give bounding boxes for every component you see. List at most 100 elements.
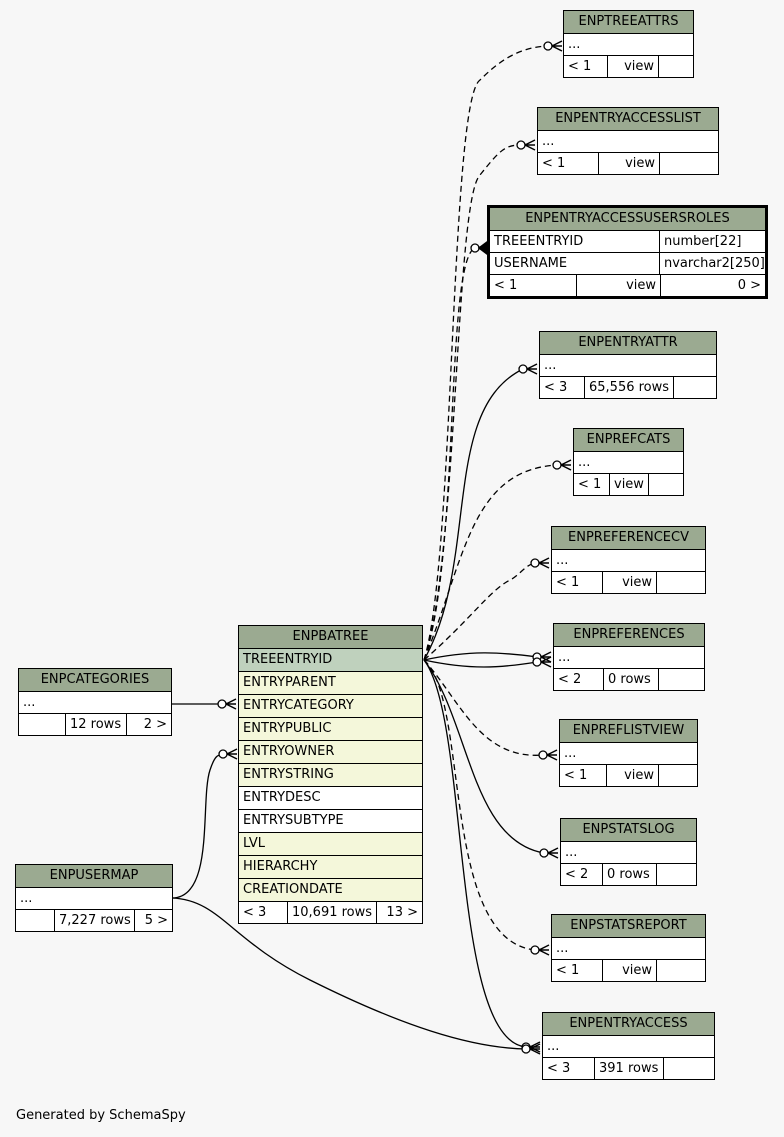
crowfoot-marker-enpusermap-owner (226, 748, 238, 760)
parent-count: < 1 (538, 153, 599, 174)
edge-enpentryaccessusersroles (423, 247, 476, 661)
table-name[interactable]: ENPENTRYATTR (540, 332, 716, 355)
edge-enpreflistview (423, 659, 544, 756)
row-info: 12 rows (66, 714, 127, 735)
table-enpentryattr[interactable]: ENPENTRYATTR ... < 3 65,556 rows (539, 331, 717, 399)
table-footer: < 1 view (538, 153, 718, 174)
parent-count: < 2 (561, 864, 603, 885)
column-ellipsis: ... (19, 692, 171, 714)
table-footer: < 1 view 0 > (490, 275, 765, 296)
optional-marker-enpreferences-b (532, 657, 542, 667)
table-name[interactable]: ENPBATREE (239, 626, 422, 649)
table-name[interactable]: ENPENTRYACCESSUSERSROLES (490, 208, 765, 231)
crowfoot-marker-enpusermap-access (529, 1043, 541, 1055)
edge-enpentryattr (423, 368, 524, 661)
table-enpentryaccessusersroles[interactable]: ENPENTRYACCESSUSERSROLES TREEENTRYID num… (487, 205, 768, 299)
column-row: TREEENTRYID number[22] (490, 231, 765, 253)
row-info: 0 rows (603, 864, 657, 885)
table-enpreferences[interactable]: ENPREFERENCES ... < 2 0 rows (553, 623, 705, 691)
column-ellipsis: ... (540, 355, 716, 377)
child-count (664, 1058, 714, 1079)
table-name[interactable]: ENPREFCATS (574, 429, 683, 452)
table-name[interactable]: ENPREFERENCECV (552, 527, 705, 550)
parent-count: < 1 (560, 765, 607, 786)
table-enpentryaccess[interactable]: ENPENTRYACCESS ... < 3 391 rows (542, 1012, 715, 1080)
row-info: view (608, 56, 659, 77)
table-name[interactable]: ENPCATEGORIES (19, 669, 171, 692)
table-footer: < 1 view (574, 474, 683, 495)
column-ellipsis: ... (16, 888, 172, 910)
row-info: view (599, 153, 660, 174)
parent-count: < 3 (543, 1058, 595, 1079)
optional-marker-enpentryaccesslist (516, 140, 526, 150)
table-enpbatree[interactable]: ENPBATREE TREEENTRYID ENTRYPARENT ENTRYC… (238, 625, 423, 924)
column-entrysubtype: ENTRYSUBTYPE (239, 810, 422, 833)
row-info: 65,556 rows (585, 377, 674, 398)
table-name[interactable]: ENPREFLISTVIEW (560, 720, 697, 743)
table-enpusermap[interactable]: ENPUSERMAP ... 7,227 rows 5 > (15, 864, 173, 932)
crowfoot-marker-enpstatslog (547, 847, 559, 859)
table-footer: < 1 view (564, 56, 693, 77)
table-name[interactable]: ENPTREEATTRS (564, 11, 693, 34)
child-count: 5 > (144, 913, 168, 928)
column-row: USERNAME nvarchar2[250] (490, 253, 765, 275)
column-treeentryid: TREEENTRYID (239, 649, 422, 672)
column-type: number[22] (659, 231, 765, 252)
table-name[interactable]: ENPENTRYACCESSLIST (538, 108, 718, 131)
optional-marker-enpstatslog (539, 848, 549, 858)
row-info: view (577, 275, 661, 296)
table-name[interactable]: ENPSTATSLOG (561, 819, 696, 842)
column-entrystring: ENTRYSTRING (239, 764, 422, 787)
edge-enpreferences-a (423, 652, 538, 661)
parent-count: < 1 (552, 960, 603, 981)
table-enpreferencecv[interactable]: ENPREFERENCECV ... < 1 view (551, 526, 706, 594)
optional-marker-enpentryattr (518, 364, 528, 374)
edge-enpstatsreport (423, 659, 536, 951)
table-footer: 12 rows 2 > (19, 714, 171, 735)
column-hierarchy: HIERARCHY (239, 856, 422, 879)
crowfoot-marker-enpcategories (225, 698, 237, 710)
row-info: 391 rows (595, 1058, 664, 1079)
column-type: nvarchar2[250] (659, 253, 765, 274)
table-name[interactable]: ENPENTRYACCESS (543, 1013, 714, 1036)
optional-marker-enptreeattrs (543, 41, 553, 51)
optional-marker-enpreflistview (538, 750, 548, 760)
table-name[interactable]: ENPUSERMAP (16, 865, 172, 888)
edge-enpusermap-access (171, 897, 527, 1050)
table-footer: < 3 10,691 rows 13 > (239, 902, 422, 923)
crowfoot-marker-enpentryaccesslist (524, 139, 536, 151)
column-entryparent: ENTRYPARENT (239, 672, 422, 695)
crowfoot-marker-enptreeattrs (551, 40, 563, 52)
row-info: view (603, 960, 657, 981)
table-enprefcats[interactable]: ENPREFCATS ... < 1 view (573, 428, 684, 496)
table-enpreflistview[interactable]: ENPREFLISTVIEW ... < 1 view (559, 719, 698, 787)
table-enpstatslog[interactable]: ENPSTATSLOG ... < 2 0 rows (560, 818, 697, 886)
column-creationdate: CREATIONDATE (239, 879, 422, 902)
child-count: 0 > (737, 278, 761, 293)
column-ellipsis: ... (564, 34, 693, 56)
table-footer: < 2 0 rows (561, 864, 696, 885)
table-enpcategories[interactable]: ENPCATEGORIES ... 12 rows 2 > (18, 668, 172, 736)
table-name[interactable]: ENPSTATSREPORT (552, 915, 705, 938)
crowfoot-marker-enpreflistview (546, 749, 558, 761)
column-ellipsis: ... (538, 131, 718, 153)
edge-enptreeattrs (423, 45, 549, 661)
table-footer: < 1 view (552, 572, 705, 593)
table-enpstatsreport[interactable]: ENPSTATSREPORT ... < 1 view (551, 914, 706, 982)
row-info: view (607, 765, 659, 786)
table-enpentryaccesslist[interactable]: ENPENTRYACCESSLIST ... < 1 view (537, 107, 719, 175)
child-count (659, 669, 704, 690)
column-ellipsis: ... (552, 938, 705, 960)
table-enptreeattrs[interactable]: ENPTREEATTRS ... < 1 view (563, 10, 694, 78)
crowfoot-marker-enpreferences-b (540, 656, 552, 668)
table-footer: < 3 391 rows (543, 1058, 714, 1079)
table-footer: < 1 view (560, 765, 697, 786)
optional-marker-enprefcats (552, 460, 562, 470)
column-name: USERNAME (494, 256, 568, 271)
column-ellipsis: ... (554, 647, 704, 669)
table-name[interactable]: ENPREFERENCES (554, 624, 704, 647)
column-name: TREEENTRYID (494, 234, 584, 249)
column-ellipsis: ... (560, 743, 697, 765)
column-lvl: LVL (239, 833, 422, 856)
